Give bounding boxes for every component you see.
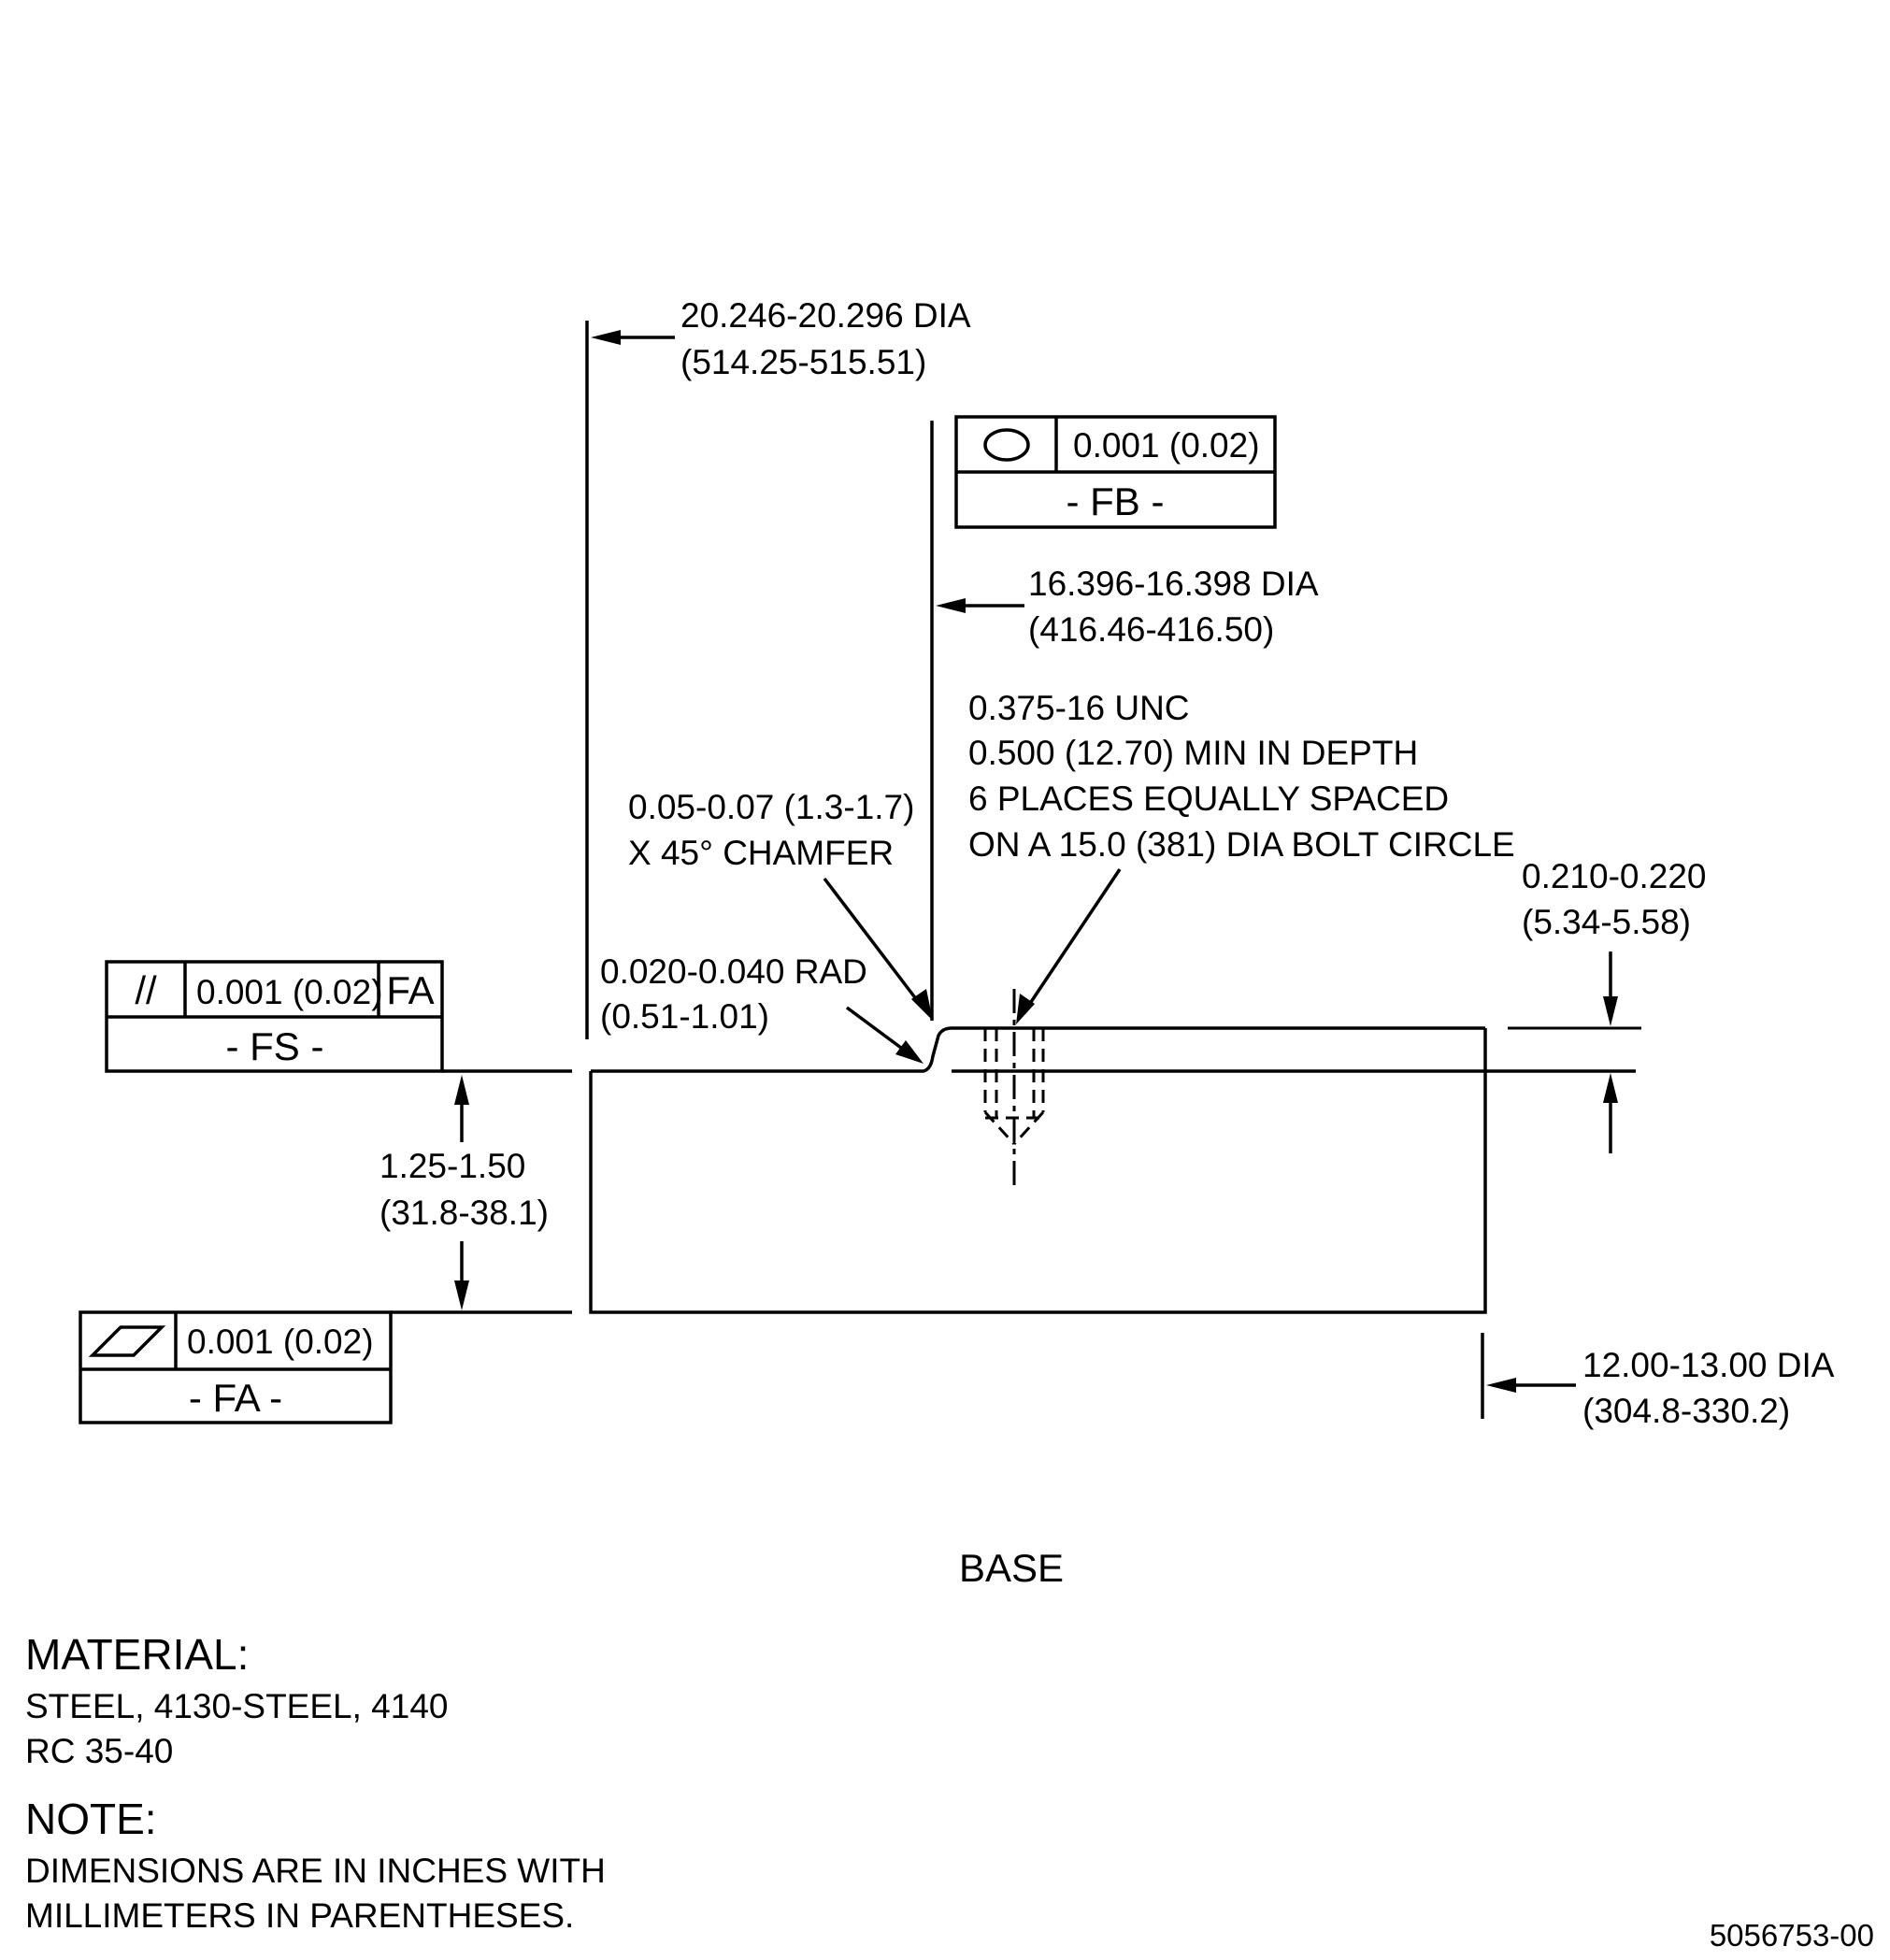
fa-datum: - FA - bbox=[189, 1376, 282, 1420]
thread-line-3: 6 PLACES EQUALLY SPACED bbox=[968, 780, 1449, 818]
circularity-icon bbox=[983, 428, 1030, 462]
bottom-dia-in: 12.00-13.00 DIA bbox=[1582, 1346, 1835, 1384]
feature-frame-fs: // 0.001 (0.02) FA - FS - bbox=[105, 960, 572, 1073]
radius-in: 0.020-0.040 RAD bbox=[600, 952, 867, 991]
part-outline bbox=[589, 1026, 1641, 1314]
chamfer-callout: 0.05-0.07 (1.3-1.7) X 45° CHAMFER bbox=[628, 788, 933, 1021]
pilot-dia-in: 16.396-16.398 DIA bbox=[1028, 565, 1319, 603]
thread-line-2: 0.500 (12.70) MIN IN DEPTH bbox=[968, 734, 1418, 772]
thickness-in: 1.25-1.50 bbox=[379, 1147, 525, 1185]
note-line-2: MILLIMETERS IN PARENTHESES. bbox=[25, 1896, 574, 1935]
radius-mm: (0.51-1.01) bbox=[600, 997, 769, 1036]
flatness-icon bbox=[88, 1325, 166, 1357]
material-line-2: RC 35-40 bbox=[25, 1732, 173, 1770]
fb-tolerance: 0.001 (0.02) bbox=[1073, 426, 1260, 465]
outer-dia-in: 20.246-20.296 DIA bbox=[680, 296, 971, 335]
pilot-dia-dimension: 16.396-16.398 DIA (416.46-416.50) bbox=[930, 421, 1319, 1021]
feature-frame-fb: 0.001 (0.02) - FB - bbox=[954, 415, 1277, 529]
fs-parallelism-symbol: // bbox=[135, 968, 157, 1012]
fs-datum: - FS - bbox=[226, 1024, 324, 1068]
material-heading: MATERIAL: bbox=[25, 1630, 249, 1679]
chamfer-line-2: X 45° CHAMFER bbox=[628, 834, 894, 872]
fb-datum: - FB - bbox=[1067, 479, 1165, 523]
bottom-dia-dimension: 12.00-13.00 DIA (304.8-330.2) bbox=[1481, 1333, 1835, 1430]
view-title: BASE bbox=[959, 1546, 1064, 1590]
thickness-mm: (31.8-38.1) bbox=[379, 1194, 549, 1232]
thread-line-1: 0.375-16 UNC bbox=[968, 689, 1190, 727]
step-height-dimension: 0.210-0.220 (5.34-5.58) bbox=[1522, 857, 1707, 1153]
chamfer-line-1: 0.05-0.07 (1.3-1.7) bbox=[628, 788, 914, 826]
thickness-dimension: 1.25-1.50 (31.8-38.1) bbox=[379, 1075, 549, 1310]
radius-callout: 0.020-0.040 RAD (0.51-1.01) bbox=[600, 952, 924, 1064]
thread-callout: 0.375-16 UNC 0.500 (12.70) MIN IN DEPTH … bbox=[968, 689, 1515, 1024]
outer-dia-dimension: 20.246-20.296 DIA (514.25-515.51) bbox=[585, 296, 971, 1039]
threaded-hole bbox=[983, 989, 1045, 1187]
feature-frame-fa: 0.001 (0.02) - FA - bbox=[79, 1310, 572, 1424]
pilot-dia-mm: (416.46-416.50) bbox=[1028, 610, 1274, 649]
step-height-mm: (5.34-5.58) bbox=[1522, 903, 1691, 941]
drawing-number: 5056753-00 bbox=[1710, 1918, 1874, 1953]
thread-line-4: ON A 15.0 (381) DIA BOLT CIRCLE bbox=[968, 825, 1515, 864]
step-height-in: 0.210-0.220 bbox=[1522, 857, 1707, 895]
fs-tolerance: 0.001 (0.02) bbox=[196, 973, 383, 1011]
bottom-dia-mm: (304.8-330.2) bbox=[1582, 1392, 1790, 1430]
note-line-1: DIMENSIONS ARE IN INCHES WITH bbox=[25, 1852, 606, 1890]
fs-datum-ref: FA bbox=[386, 968, 434, 1012]
note-heading: NOTE: bbox=[25, 1795, 157, 1843]
material-line-1: STEEL, 4130-STEEL, 4140 bbox=[25, 1687, 449, 1725]
fa-tolerance: 0.001 (0.02) bbox=[187, 1323, 374, 1361]
outer-dia-mm: (514.25-515.51) bbox=[680, 343, 926, 381]
